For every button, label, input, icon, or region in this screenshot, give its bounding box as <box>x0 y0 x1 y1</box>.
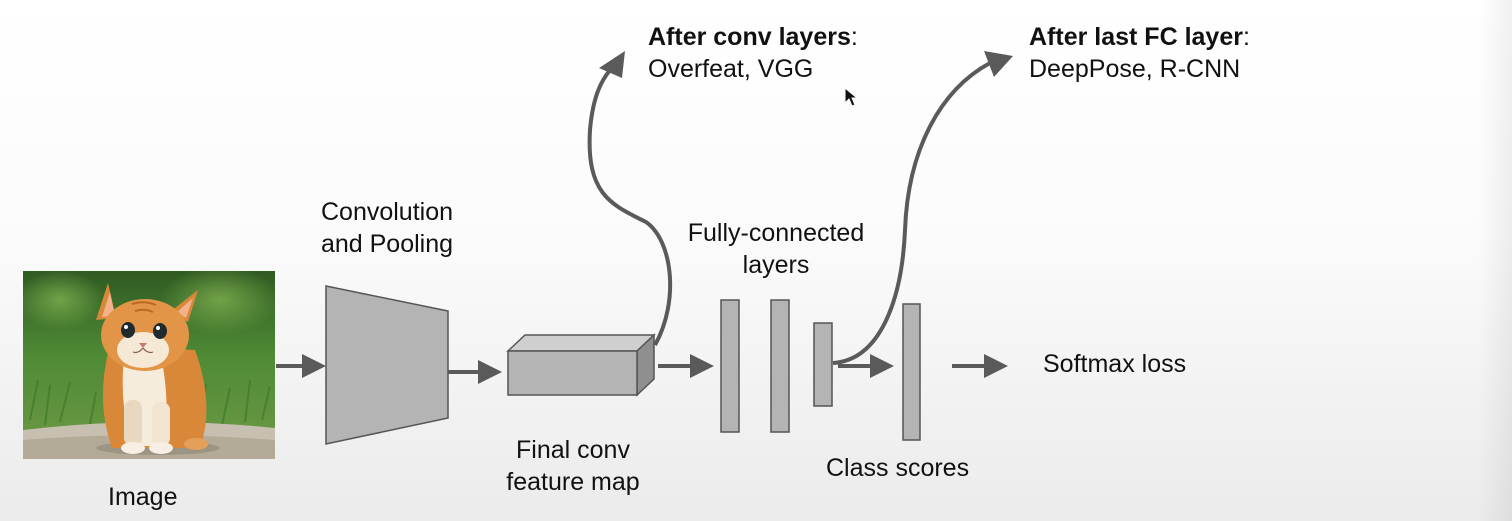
fc-layer-2 <box>770 299 790 433</box>
class-scores-label: Class scores <box>826 454 970 482</box>
conv-pool-block <box>325 285 449 445</box>
fc-annotation-title: After last FC layer <box>1029 23 1243 51</box>
fc-layers-label: Fully-connected layers <box>662 217 890 281</box>
fc-annotation-colon: : <box>1242 23 1250 51</box>
arrow-to-softmax <box>952 354 1008 378</box>
final-conv-label-line1: Final conv <box>516 436 630 464</box>
kitten-photo-icon <box>23 271 275 459</box>
image-label: Image <box>108 483 178 511</box>
conv-pool-label-line1: Convolution <box>320 198 454 226</box>
fc-layers-label-line1: Fully-connected <box>687 219 865 247</box>
softmax-loss-label: Softmax loss <box>1043 350 1187 378</box>
arrow-conv-to-feature-map <box>448 360 502 384</box>
feature-map-block <box>506 333 656 397</box>
fc-layer-3 <box>813 322 833 407</box>
mouse-cursor-icon <box>844 86 859 107</box>
conv-annotation-title: After conv layers <box>648 23 851 51</box>
arrow-conv-to-annotation <box>587 51 673 346</box>
arrow-fc-to-annotation <box>832 51 1013 365</box>
fc-annotation: After last FC layer: DeepPose, R-CNN <box>1029 21 1250 85</box>
arrow-feature-map-to-fc <box>658 354 714 378</box>
right-edge-shade <box>1478 0 1512 521</box>
conv-pool-label-line2: and Pooling <box>320 230 454 258</box>
final-conv-label: Final conv feature map <box>478 434 668 498</box>
fc-layers-label-line2: layers <box>742 251 810 279</box>
fc-annotation-detail: DeepPose, R-CNN <box>1029 55 1241 83</box>
fc-layer-1 <box>720 299 740 433</box>
final-conv-label-line2: feature map <box>506 468 640 496</box>
arrow-image-to-conv <box>276 354 326 378</box>
class-scores-bar <box>902 303 921 441</box>
conv-annotation: After conv layers: Overfeat, VGG <box>648 21 858 85</box>
arrow-fc-to-class-scores <box>838 354 894 378</box>
conv-annotation-detail: Overfeat, VGG <box>648 55 814 83</box>
conv-pool-label: Convolution and Pooling <box>290 196 484 260</box>
conv-annotation-colon: : <box>850 23 858 51</box>
